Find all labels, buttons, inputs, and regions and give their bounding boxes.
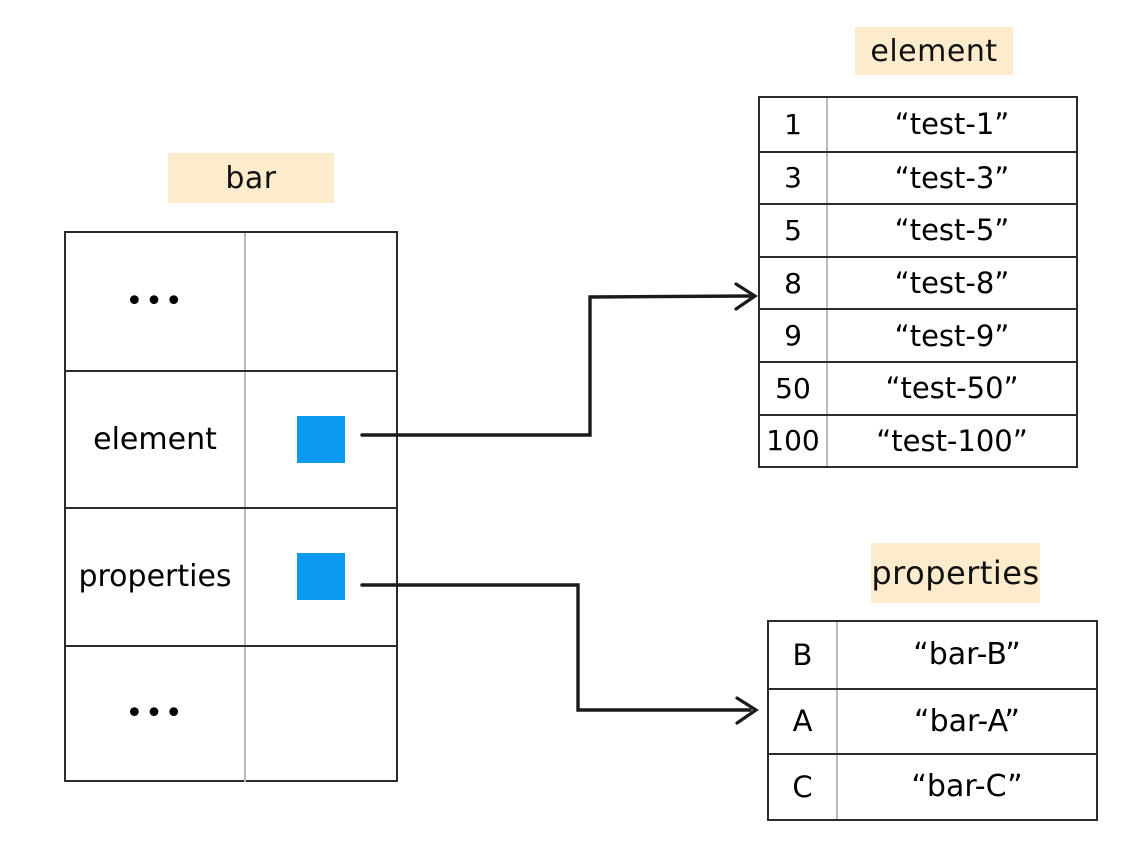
connector-properties-arrow (360, 583, 752, 712)
element-reference-swatch[interactable] (297, 416, 345, 464)
table-row: C “bar-C” (769, 753, 1096, 819)
bar-row-value (246, 233, 396, 370)
properties-row-key: C (769, 755, 838, 819)
bar-table: ••• element properties ••• (64, 231, 398, 782)
table-row: 1 “test-1” (760, 98, 1076, 151)
element-row-key: 3 (760, 152, 828, 204)
element-row-value: “test-5” (894, 213, 1010, 248)
connector-element-arrow (360, 294, 752, 437)
table-row: 8 “test-8” (760, 255, 1076, 309)
element-row-value: “test-50” (885, 371, 1019, 406)
bar-row-key: element (66, 372, 246, 508)
connector-properties-arrowhead (735, 696, 759, 725)
properties-row-value: “bar-B” (913, 637, 1021, 673)
table-row: A “bar-A” (769, 687, 1096, 754)
table-row: 5 “test-5” (760, 203, 1076, 256)
table-row: B “bar-B” (769, 622, 1096, 688)
bar-row-key: ••• (66, 233, 246, 371)
properties-table-title: properties (871, 543, 1040, 603)
bar-row-key: ••• (66, 646, 246, 782)
table-row: 100 “test-100” (760, 413, 1076, 467)
element-row-key: 100 (760, 415, 828, 467)
element-row-key: 50 (760, 362, 828, 414)
properties-reference-swatch[interactable] (297, 553, 345, 601)
table-row: properties (66, 507, 396, 645)
ellipsis-icon: ••• (125, 696, 185, 732)
bar-row-value (246, 647, 396, 782)
table-row: ••• (66, 233, 396, 371)
table-row: ••• (66, 644, 396, 782)
properties-row-key: A (769, 689, 838, 754)
element-row-value: “test-1” (894, 107, 1010, 142)
ellipsis-icon: ••• (125, 283, 185, 319)
element-row-value: “test-3” (894, 160, 1010, 195)
bar-row-value (246, 372, 396, 507)
properties-row-key: B (769, 622, 838, 688)
table-row: 9 “test-9” (760, 308, 1076, 361)
element-row-key: 5 (760, 205, 828, 256)
element-row-key: 1 (760, 98, 828, 151)
element-row-key: 8 (760, 257, 828, 309)
properties-row-value: “bar-A” (914, 703, 1020, 739)
element-table-title: element (855, 27, 1013, 75)
element-table: 1 “test-1” 3 “test-3” 5 “test-5” 8 “test… (758, 96, 1078, 468)
table-row: 50 “test-50” (760, 360, 1076, 414)
table-row: element (66, 370, 396, 508)
element-row-value: “test-100” (876, 423, 1028, 458)
table-row: 3 “test-3” (760, 150, 1076, 204)
bar-row-value (246, 509, 396, 644)
element-row-key: 9 (760, 310, 828, 361)
bar-row-key: properties (66, 509, 246, 645)
properties-row-value: “bar-C” (911, 769, 1023, 805)
connector-element-arrowhead (734, 282, 758, 311)
element-row-value: “test-9” (894, 318, 1010, 353)
element-row-value: “test-8” (894, 266, 1010, 301)
properties-table: B “bar-B” A “bar-A” C “bar-C” (767, 620, 1098, 821)
bar-table-title: bar (168, 153, 334, 203)
